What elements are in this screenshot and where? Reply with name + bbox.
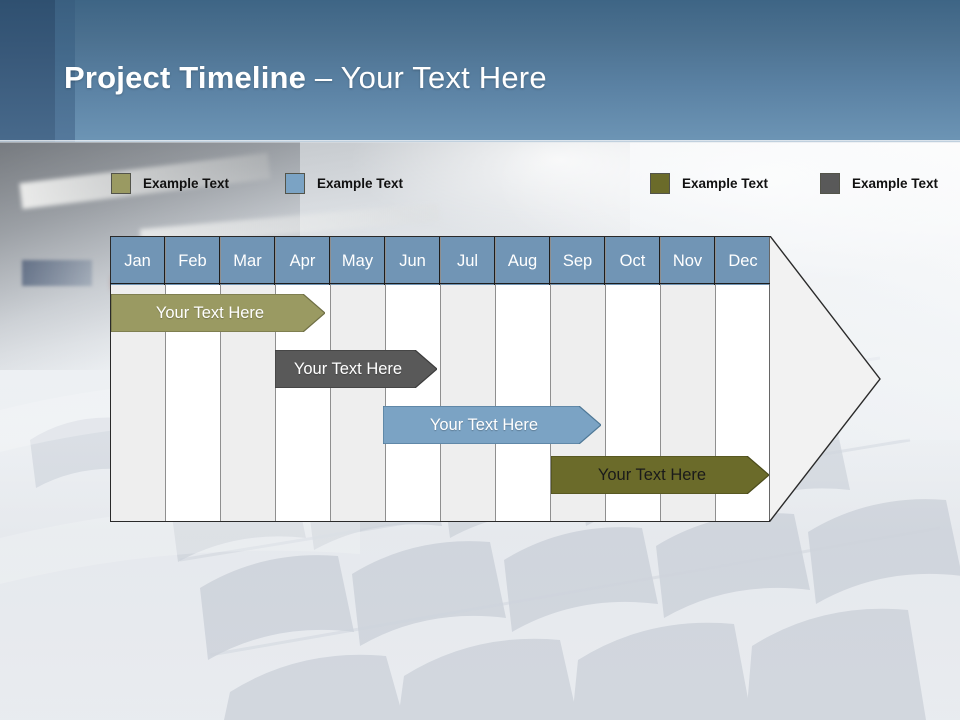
month-header-may[interactable]: May — [331, 237, 385, 285]
month-header-jul[interactable]: Jul — [441, 237, 495, 285]
legend-item[interactable]: Example Text — [111, 170, 229, 196]
timeline-column-feb: Feb — [166, 237, 221, 521]
month-header-apr[interactable]: Apr — [276, 237, 330, 285]
month-header-jun[interactable]: Jun — [386, 237, 440, 285]
timeline-column-jan: Jan — [111, 237, 166, 521]
timeline-column-aug: Aug — [496, 237, 551, 521]
timeline-bar-arrow-shape — [111, 294, 325, 332]
timeline-column-jun: Jun — [386, 237, 441, 521]
legend: Example Text Example Text Example Text Exam… — [111, 170, 938, 196]
month-header-jan[interactable]: Jan — [111, 237, 165, 285]
timeline-bar-arrow-shape — [383, 406, 601, 444]
legend-item[interactable]: Example Text — [650, 170, 768, 196]
header-accent-band-dark — [0, 0, 55, 142]
legend-item-label: Example Text — [682, 175, 769, 191]
timeline-column-mar: Mar — [221, 237, 276, 521]
timeline-bar-label: Your Text Here — [293, 359, 403, 378]
month-header-feb[interactable]: Feb — [166, 237, 220, 285]
timeline-bar[interactable]: Your Text Here — [551, 456, 769, 494]
month-header-oct[interactable]: Oct — [606, 237, 660, 285]
legend-swatch-icon — [111, 172, 131, 194]
timeline-bar-label: Your Text Here — [155, 303, 265, 322]
timeline-column-jul: Jul — [441, 237, 496, 521]
timeline-column-oct: Oct — [606, 237, 661, 521]
legend-item-label: Example Text — [143, 175, 230, 191]
timeline-bar[interactable]: Your Text Here — [111, 294, 325, 332]
page-title: Project Timeline – Your Text Here — [64, 60, 547, 96]
month-header-dec[interactable]: Dec — [716, 237, 769, 285]
month-header-aug[interactable]: Aug — [496, 237, 550, 285]
header-accent-band-mid — [55, 0, 75, 142]
timeline-bar-label: Your Text Here — [429, 415, 539, 434]
legend-item-label: Example Text — [317, 175, 404, 191]
projector-screen — [22, 260, 92, 286]
month-header-nov[interactable]: Nov — [661, 237, 715, 285]
timeline-column-dec: Dec — [716, 237, 769, 521]
month-header-mar[interactable]: Mar — [221, 237, 275, 285]
legend-swatch-icon — [650, 172, 670, 194]
page-title-rest: – Your Text Here — [306, 60, 547, 95]
timeline-bar[interactable]: Your Text Here — [275, 350, 437, 388]
legend-item-label: Example Text — [852, 175, 939, 191]
header-banner — [0, 0, 960, 142]
legend-item[interactable]: Example Text — [820, 170, 938, 196]
header-divider — [0, 140, 960, 143]
month-header-sep[interactable]: Sep — [551, 237, 605, 285]
timeline-bar-arrow-shape — [551, 456, 769, 494]
legend-swatch-icon — [285, 172, 305, 194]
timeline-bar-arrow-shape — [275, 350, 437, 388]
timeline-bar[interactable]: Your Text Here — [383, 406, 601, 444]
month-header-underline — [110, 283, 770, 284]
legend-swatch-icon — [820, 172, 840, 194]
page-title-bold: Project Timeline — [64, 60, 307, 95]
timeline-bar-label: Your Text Here — [597, 465, 707, 484]
legend-item[interactable]: Example Text — [285, 170, 403, 196]
timeline-arrow-head — [769, 236, 881, 522]
